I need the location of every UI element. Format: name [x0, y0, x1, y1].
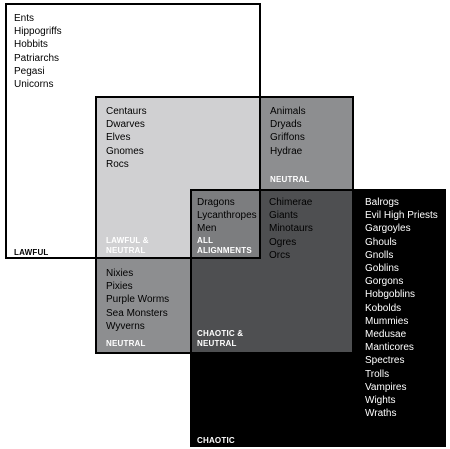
creature-item: Dwarves [106, 119, 145, 131]
creature-item: Rocs [106, 158, 129, 170]
creature-item: Giants [269, 210, 298, 222]
chaotic-region-right [354, 190, 445, 446]
lawful-label: LAWFUL [14, 248, 49, 257]
creature-item: Men [197, 223, 217, 235]
creature-item: Orcs [269, 249, 291, 261]
creature-item: Pegasi [14, 65, 45, 77]
neutral-region-lower [95, 259, 191, 354]
creature-item: Dragons [197, 197, 235, 208]
creature-item: Gorgons [365, 276, 404, 288]
creature-item: Centaurs [106, 106, 147, 117]
creature-item: Trolls [365, 368, 390, 380]
creature-item: Griffons [270, 132, 305, 144]
creature-item: Chimerae [269, 197, 313, 208]
all-alignments-region [191, 190, 261, 259]
chaotic-neutral-label: CHAOTIC & NEUTRAL [197, 329, 244, 348]
creature-item: Goblins [365, 263, 399, 275]
neutral-lower-label: NEUTRAL [106, 339, 146, 348]
creature-item: Hydrae [270, 145, 303, 157]
creature-item: Mummies [365, 315, 409, 327]
creature-item: Medusae [365, 329, 407, 341]
creature-item: Purple Worms [106, 294, 170, 306]
chaotic-neutral-region-lower [191, 259, 354, 354]
creature-item: Elves [106, 132, 131, 144]
creature-item: Unicorns [14, 79, 54, 91]
creature-item: Manticores [365, 342, 414, 354]
creature-item: Sea Monsters [106, 307, 168, 319]
creature-item: Minotaurs [269, 223, 313, 235]
lawful-neutral-label: LAWFUL & NEUTRAL [106, 236, 149, 255]
creature-item: Evil High Priests [365, 210, 438, 222]
creature-item: Ghouls [365, 236, 397, 248]
chaotic-neutral-region-upper [261, 190, 354, 259]
creature-item: Ogres [269, 236, 297, 248]
creature-item: Kobolds [365, 302, 402, 314]
lawful-neutral-region-lower [95, 190, 191, 259]
neutral-region-upper [261, 96, 354, 190]
creature-item: Vampires [365, 381, 407, 393]
chaotic-label: CHAOTIC [197, 436, 235, 445]
creature-item: Lycanthropes [197, 210, 257, 222]
creature-item: Pixies [106, 281, 133, 293]
creature-item: Dryads [270, 119, 302, 131]
chaotic-region-bottom [191, 354, 354, 446]
creature-item: Balrogs [365, 197, 399, 208]
creature-item: Gnomes [106, 145, 144, 157]
creature-item: Wyverns [106, 320, 145, 332]
creature-item: Hobgoblins [365, 289, 416, 301]
creature-item: Spectres [365, 355, 405, 367]
creature-item: Hippogriffs [14, 26, 62, 38]
creature-item: Animals [270, 106, 306, 117]
all-alignments-label: ALL ALIGNMENTS [197, 236, 252, 255]
lawful-neutral-region [95, 96, 261, 190]
creature-item: Gnolls [365, 249, 394, 261]
neutral-label: NEUTRAL [270, 175, 310, 184]
creature-item: Hobbits [14, 39, 48, 51]
creature-item: Nixies [106, 268, 134, 279]
creature-item: Wights [365, 395, 396, 407]
creature-item: Patriarchs [14, 52, 60, 64]
creature-item: Ents [14, 13, 35, 24]
creature-item: Wraths [365, 408, 397, 420]
creature-item: Gargoyles [365, 223, 411, 235]
